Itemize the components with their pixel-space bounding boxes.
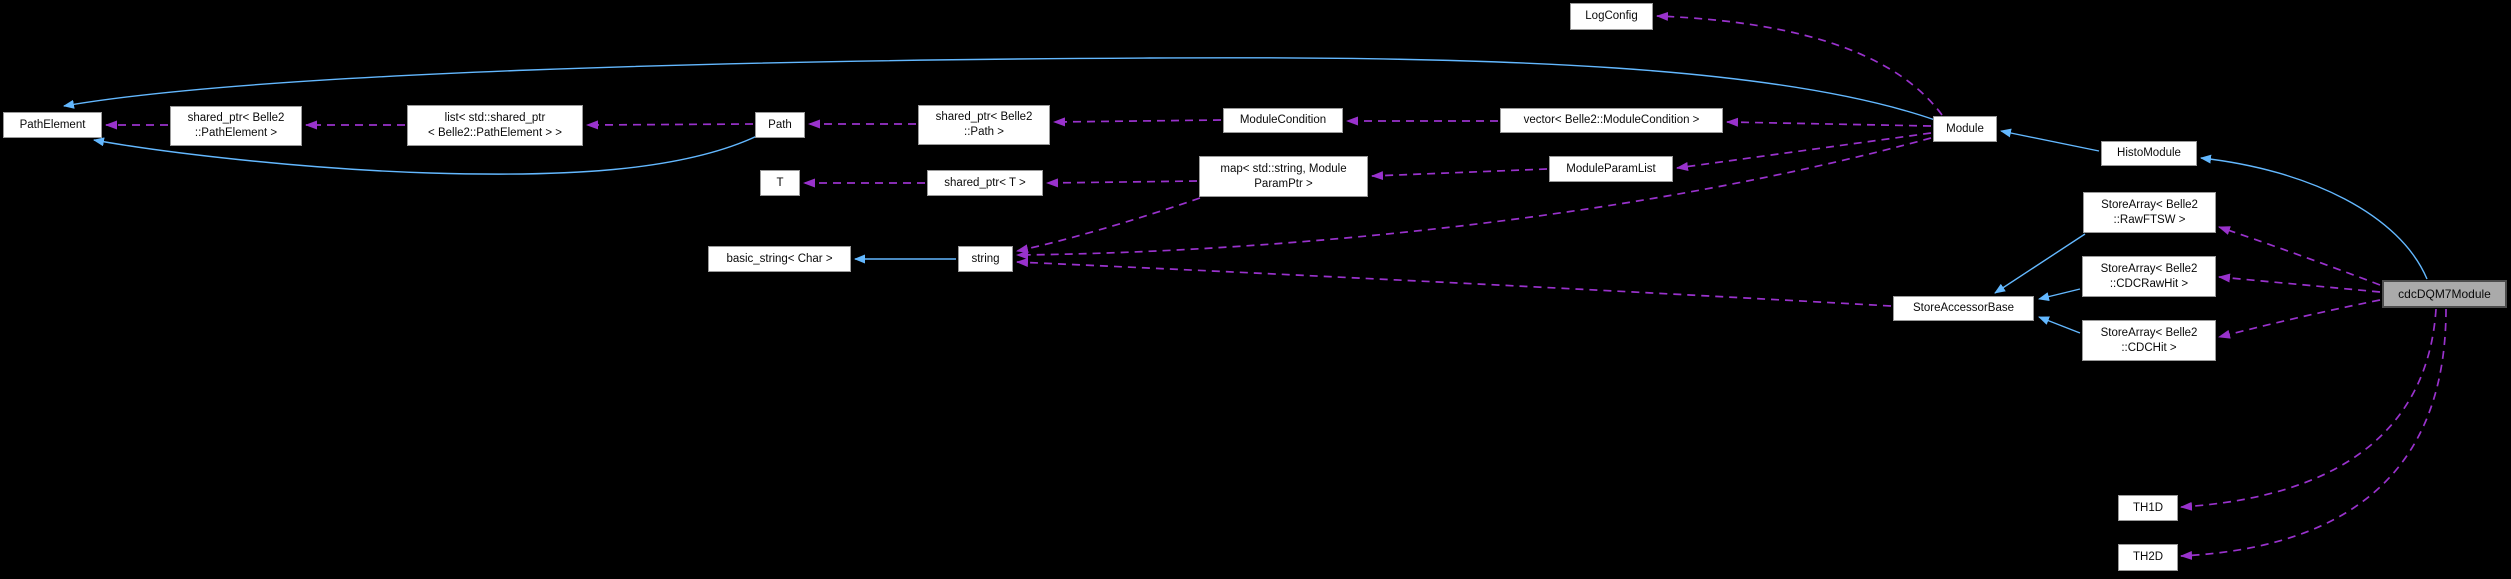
node-label: StoreArray< Belle2 [2101,198,2198,211]
edge-use-cdcdqm7-to-cdcrawhit [2218,273,2381,293]
node-storearray-cdchit[interactable]: StoreArray< Belle2 ::CDCHit > [2082,320,2216,361]
node-moduleparamlist[interactable]: ModuleParamList [1549,156,1673,182]
edge-inherit-rawftsw-to-storeaccessorbase [1994,233,2086,294]
node-label: ::PathElement > [194,127,278,139]
node-label: ::CDCRawHit > [2109,277,2189,290]
node-label: map< std::string, Module [1220,162,1347,175]
node-label: Path [768,118,792,131]
node-label: StoreAccessorBase [1913,302,2014,314]
node-map-string-moduleparamptr[interactable]: map< std::string, Module ParamPtr > [1199,156,1368,197]
node-label: ::Path > [964,126,1004,138]
edge-use-module-to-string [1016,137,1932,260]
edge-inherit-module-to-pathelement [63,57,1936,121]
node-label: basic_string< Char > [726,252,833,265]
node-label: PathElement [19,118,86,131]
node-label: shared_ptr< Belle2 [935,111,1033,123]
node-label: shared_ptr< Belle2 [187,112,285,124]
node-th2d[interactable]: TH2D [2118,544,2178,571]
node-label: ParamPtr > [1254,177,1313,190]
node-basic-string-char[interactable]: basic_string< Char > [708,246,851,272]
node-label: list< std::shared_ptr [444,111,546,124]
node-logconfig[interactable]: LogConfig [1570,3,1653,30]
node-shared-ptr-pathelement[interactable]: shared_ptr< Belle2 ::PathElement > [170,106,302,146]
node-label: vector< Belle2::ModuleCondition > [1523,114,1700,126]
node-label: string [971,252,1000,265]
node-string[interactable]: string [958,246,1013,272]
edge-use-cdcdqm7-to-cdchit [2218,299,2381,339]
node-label: StoreArray< Belle2 [2100,262,2198,275]
node-label: Module [1946,122,1984,135]
node-label: ModuleParamList [1566,162,1656,175]
node-th1d[interactable]: TH1D [2118,495,2178,521]
edge-use-path-to-list [586,120,754,130]
edge-use-modulecondition-to-sharedptrpath [1053,117,1222,127]
node-shared-ptr-path[interactable]: shared_ptr< Belle2 ::Path > [918,105,1050,145]
node-storeaccessorbase[interactable]: StoreAccessorBase [1893,296,2034,321]
node-storearray-cdcrawhit[interactable]: StoreArray< Belle2 ::CDCRawHit > [2082,256,2216,297]
node-label: HistoModule [2117,147,2181,159]
node-vector-modulecondition[interactable]: vector< Belle2::ModuleCondition > [1500,108,1723,133]
edge-inherit-cdchit-to-storeaccessorbase [2038,316,2081,334]
node-histomodule[interactable]: HistoModule [2101,141,2197,166]
node-t[interactable]: T [760,170,800,196]
node-modulecondition[interactable]: ModuleCondition [1223,108,1343,133]
node-module[interactable]: Module [1933,116,1997,142]
node-cdcdqm7module: cdcDQM7Module [2382,280,2507,308]
edge-use-module-to-moduleparamlist [1676,132,1932,171]
node-label: ::CDCHit > [2121,341,2177,354]
edge-inherit-histomodule-to-module [2000,128,2100,152]
edge-use-cdcdqm7-to-th1d [2180,308,2437,511]
node-list-shared-ptr-pathelement[interactable]: list< std::shared_ptr < Belle2::PathElem… [407,105,583,146]
edge-inherit-cdcdqm7-to-histomodule [2200,154,2428,280]
node-label: LogConfig [1585,10,1638,22]
edge-use-map-to-sharedptrt [1046,178,1198,188]
edge-use-map-to-string [1016,197,1201,254]
node-label: < Belle2::PathElement > > [428,126,562,139]
node-label: ModuleCondition [1239,114,1327,126]
edge-use-module-to-logconfig [1656,11,1943,116]
edge-use-cdcdqm7-to-th2d [2180,308,2447,560]
node-storearray-rawftsw[interactable]: StoreArray< Belle2 ::RawFTSW > [2083,192,2216,233]
edge-use-cdcdqm7-to-rawftsw [2218,226,2381,286]
node-label: ::RawFTSW > [2113,213,2186,226]
edge-use-storeaccessorbase-to-string [1016,258,1892,307]
node-label: cdcDQM7Module [2398,286,2491,301]
node-label: TH1D [2132,501,2164,514]
edge-use-module-to-vector [1726,117,1932,127]
node-shared-ptr-t[interactable]: shared_ptr< T > [927,170,1043,196]
node-label: StoreArray< Belle2 [2100,326,2198,339]
node-label: shared_ptr< T > [944,176,1026,189]
node-label: T [776,176,784,189]
edge-use-moduleparamlist-to-map [1371,168,1548,181]
node-pathelement[interactable]: PathElement [3,112,102,138]
node-label: TH2D [2132,551,2164,563]
node-path[interactable]: Path [755,112,805,138]
edge-inherit-path-to-pathelement [93,135,758,175]
edge-inherit-cdcrawhit-to-storeaccessorbase [2038,288,2081,302]
